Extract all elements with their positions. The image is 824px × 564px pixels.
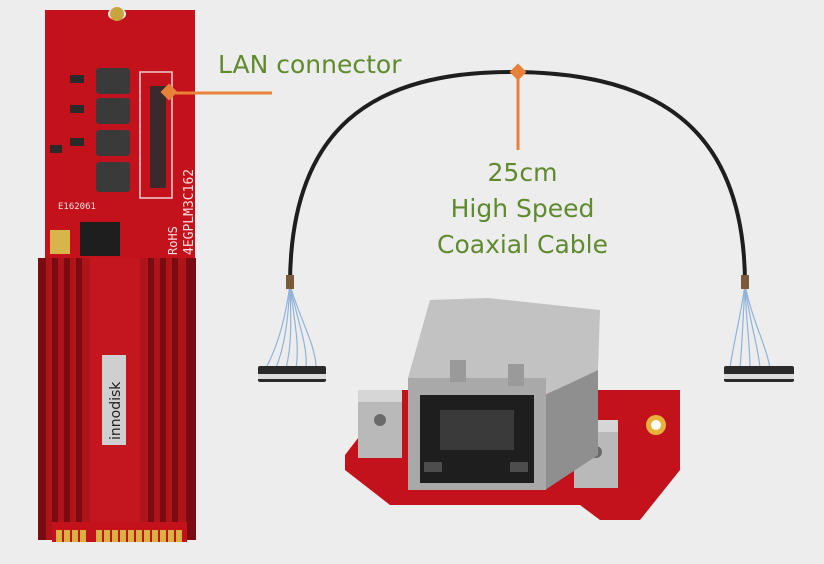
lan-connector-label: LAN connector — [218, 50, 402, 79]
cable-type-line1: High Speed — [450, 194, 595, 223]
jack-led-right — [510, 462, 528, 472]
callout-marker — [160, 83, 178, 101]
callout-marker — [509, 63, 527, 81]
cable-tip-left — [286, 275, 294, 289]
ic-chip — [80, 222, 120, 256]
jack-shield-side — [545, 370, 598, 490]
small-component — [70, 138, 84, 146]
inductor — [96, 130, 130, 156]
lan-callout — [160, 83, 272, 101]
ic-pad — [50, 230, 70, 254]
cert-marking: E162061 — [58, 202, 96, 212]
cable-length-label: 25cm — [487, 158, 558, 187]
m2-lan-module: E162061 4EGPLM3C162 RoHS innodisk — [38, 7, 197, 542]
left-connector-edge — [258, 374, 326, 379]
small-component — [50, 145, 62, 153]
gold-fingers — [56, 530, 182, 542]
standoff-left-top — [358, 390, 402, 402]
small-component — [70, 105, 84, 113]
jack-latch-tab — [508, 364, 524, 386]
inductor — [96, 162, 130, 192]
right-wire-fan — [729, 284, 771, 369]
heatsink-fins — [38, 258, 196, 540]
rohs-marking: RoHS — [166, 226, 180, 255]
cable-tip-right — [741, 275, 749, 289]
brand-marking: innodisk — [108, 381, 124, 440]
small-component — [70, 75, 84, 83]
model-marking: 4EGPLM3C162 — [182, 169, 197, 255]
right-connector-edge — [724, 374, 794, 379]
jack-latch-tab — [450, 360, 466, 382]
mounting-hole-inner — [651, 420, 661, 430]
brand-label — [102, 355, 126, 445]
jack-led-left — [424, 462, 442, 472]
notch-pad — [110, 7, 124, 21]
lan-connector-outline — [139, 71, 173, 199]
inductor — [96, 98, 130, 124]
standoff-screw-hole — [374, 414, 386, 426]
left-wire-fan — [265, 284, 317, 369]
cable-description: 25cm High Speed Coaxial Cable — [420, 155, 625, 263]
cable-callout — [509, 63, 527, 150]
lan-connector-header — [150, 86, 166, 188]
jack-port-inner — [440, 410, 514, 450]
inductor — [96, 68, 130, 94]
rj45-jack-board — [345, 298, 680, 520]
cable-type-line2: Coaxial Cable — [437, 230, 608, 259]
